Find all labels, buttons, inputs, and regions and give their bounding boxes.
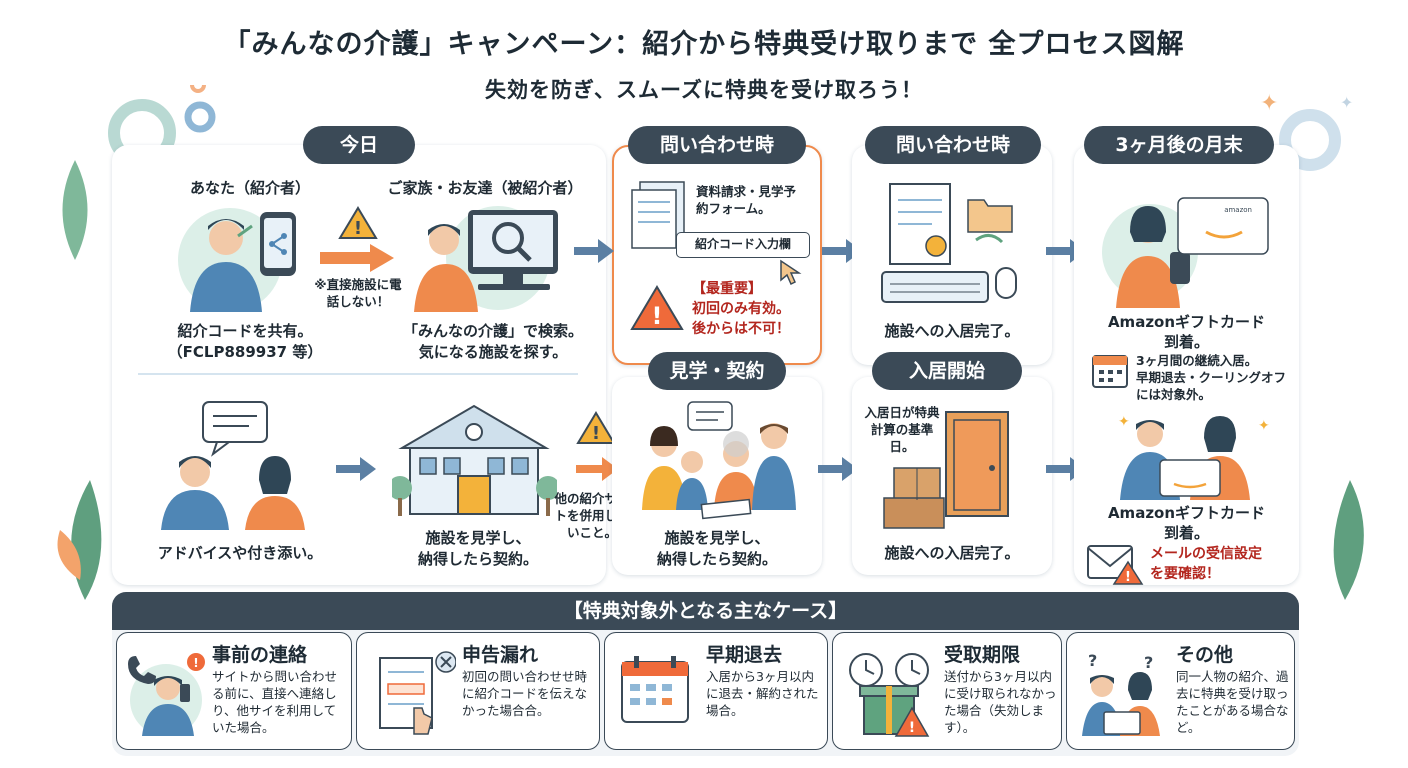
form-missing-code-icon	[379, 651, 456, 735]
continuous-stay-condition: 3ヶ月間の継続入居。	[1136, 353, 1258, 368]
stage-today: 今日	[303, 126, 415, 164]
no-other-site-warning: 他の紹介サイトを併用しないこと。	[554, 491, 630, 540]
care-facility-building-icon	[392, 404, 557, 516]
move-done-text: 施設への入居完了。	[884, 544, 1020, 562]
person-with-gift-card-icon: amazon	[1102, 197, 1269, 308]
family-visit-text: 施設を見学し、	[664, 529, 770, 547]
warning-icon: !	[338, 206, 378, 239]
svg-text:✦: ✦	[1118, 414, 1130, 430]
early-leave-condition: 早期退去・クーリングオフには対象外。	[1136, 370, 1287, 402]
stage-three-months: 3ヶ月後の月末	[1084, 126, 1274, 164]
exclusion-title-3: 早期退去	[706, 644, 783, 666]
phone-call-person-icon: !	[128, 653, 205, 736]
svg-text:!: !	[1125, 570, 1131, 585]
stage-inquiry-2: 問い合わせ時	[865, 126, 1041, 164]
document-stack-icon	[631, 181, 685, 249]
svg-text:!: !	[909, 720, 915, 736]
stage-move-in: 入居開始	[872, 352, 1022, 390]
page-title: 「みんなの介護」キャンペーン：紹介から特典受け取りまで 全プロセス図解	[223, 29, 1185, 60]
panel-divider	[138, 373, 578, 375]
svg-text:✦: ✦	[1260, 91, 1278, 116]
calendar-icon	[621, 656, 689, 723]
warning-large-icon: !	[630, 285, 684, 330]
referral-code-field[interactable]: 紹介コード入力欄	[676, 232, 810, 258]
exclusions-header: 【特典対象外となる主なケース】	[112, 592, 1299, 630]
arrow-right-icon	[576, 457, 618, 481]
building-visit-text: 施設を見学し、	[425, 529, 531, 547]
family-visit-text-2: 納得したら契約。	[656, 550, 777, 568]
warning-icon: !	[576, 411, 616, 444]
exclusion-title-1: 事前の連絡	[212, 644, 308, 666]
svg-text:!: !	[592, 423, 600, 444]
form-text: 資料請求・見学予約フォーム。	[696, 184, 797, 216]
mail-warning-icon: !	[1087, 545, 1144, 585]
leaf-decoration-icon	[62, 160, 88, 260]
confused-people-icon: ? ?	[1082, 651, 1160, 736]
exclusion-title-5: その他	[1176, 644, 1234, 666]
gift-deadline-icon: !	[849, 653, 930, 737]
gear-decoration-icon: ✦ ✦	[1260, 91, 1353, 171]
exclusion-text-3: 入居から3ヶ月以内に退去・解約された場合。	[706, 669, 819, 718]
application-document-keyboard-icon	[881, 183, 1017, 303]
svg-text:✦: ✦	[1340, 93, 1353, 112]
share-code-example: （FCLP889937 等）	[167, 343, 323, 361]
important-not-later: 後からは不可！	[692, 321, 790, 337]
svg-text:!: !	[652, 302, 663, 330]
inquiry-panel-2	[852, 145, 1052, 365]
important-label: 【最重要】	[692, 281, 762, 297]
arrow-right-icon	[336, 457, 376, 481]
referee-searching-computer-icon	[414, 206, 558, 312]
door-and-boxes-icon	[883, 411, 1009, 529]
exclusion-text-4: 送付から3ヶ月以内に受け取られなかった場合（失効します）。	[944, 669, 1057, 735]
exclusion-text-2: 初回の問い合わせせ時に紹介コードを伝えなかった場合合。	[462, 669, 588, 718]
stage-inquiry-1: 問い合わせ時	[628, 126, 806, 164]
exclusion-text-5: 同一人物の紹介、過去に特典を受け取ったことがある場合など。	[1176, 669, 1289, 735]
svg-text:?: ?	[1088, 651, 1097, 670]
search-text-2: 気になる施設を探す。	[418, 343, 568, 361]
gift-card-brand: amazon	[1224, 206, 1252, 214]
referrer-with-phone-icon	[178, 208, 296, 312]
arrow-right-icon	[320, 244, 394, 272]
gift-card-arrival-1b: 到着。	[1163, 333, 1209, 351]
referrer-label: あなた（紹介者）	[189, 179, 310, 197]
family-signing-contract-icon	[642, 401, 796, 520]
referee-label: ご家族・お友達（被紹介者）	[387, 179, 583, 197]
page-subtitle: 失効を防ぎ、スムーズに特典を受け取ろう！	[485, 78, 923, 102]
advice-conversation-icon	[161, 401, 305, 530]
gift-card-arrival-1: Amazonギフトカード	[1107, 313, 1266, 331]
exclusion-title-2: 申告漏れ	[462, 644, 539, 666]
svg-text:✦: ✦	[1258, 418, 1270, 434]
couple-with-gift-card-icon: ✦ ✦	[1118, 414, 1270, 500]
stage-visit: 見学・契約	[648, 352, 786, 390]
share-code-text: 紹介コードを共有。	[177, 322, 313, 340]
inquiry-done-text: 施設への入居完了。	[884, 322, 1020, 340]
exclusion-text-1: サイトから問い合わせる前に、直接へ連絡しり、他サイを利用していた場合。	[212, 669, 338, 735]
calendar-icon	[1092, 355, 1128, 388]
cursor-pointer-icon	[780, 259, 802, 286]
exclusion-title-4: 受取期限	[944, 644, 1021, 666]
building-visit-text-2: 納得したら契約。	[417, 550, 538, 568]
svg-text:!: !	[354, 218, 362, 239]
leaf-decoration-icon	[1333, 480, 1364, 600]
mail-setting-warning: メールの受信設定	[1150, 546, 1262, 562]
gift-card-arrival-2: Amazonギフトカード	[1107, 504, 1266, 522]
no-direct-call-warning: ※直接施設に電話しない！	[314, 277, 402, 309]
advice-text: アドバイスや付き添い。	[157, 544, 323, 562]
gift-card-arrival-2b: 到着。	[1163, 524, 1209, 542]
leaf-decoration-icon	[57, 480, 102, 600]
arrow-right-icon	[818, 457, 858, 481]
arrow-right-icon	[574, 239, 614, 263]
svg-text:?: ?	[1144, 653, 1153, 672]
search-text: 「みんなの介護」で検索。	[402, 322, 583, 340]
base-date-text: 入居日が特典計算の基準日。	[864, 405, 940, 454]
mail-setting-warning-2: を要確認！	[1150, 566, 1220, 582]
svg-text:!: !	[193, 656, 198, 670]
important-first-only: 初回のみ有効。	[692, 301, 790, 317]
